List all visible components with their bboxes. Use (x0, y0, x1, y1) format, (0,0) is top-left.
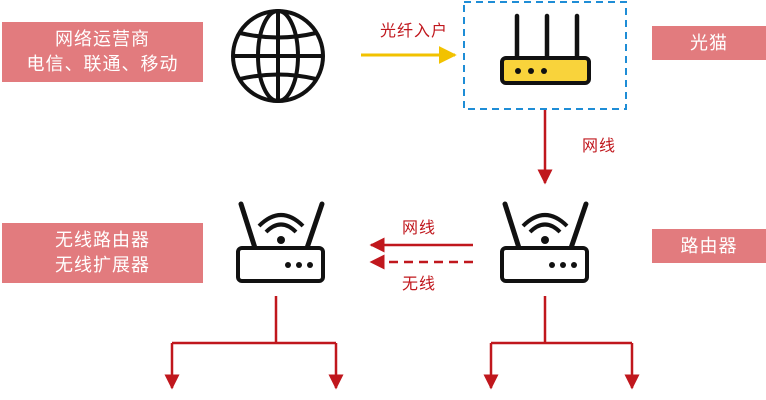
router-label: 路由器 (652, 229, 766, 263)
modem-router-edge-label: 网线 (582, 136, 617, 155)
extender-label: 无线路由器 无线扩展器 (2, 223, 203, 283)
extender-label-line1: 无线路由器 (55, 230, 150, 251)
wifi-router-icon (236, 201, 325, 283)
isp-label-line1: 网络运营商 (55, 29, 150, 50)
extender-label-line2: 无线扩展器 (55, 255, 150, 276)
isp-label-line2: 电信、联通、移动 (26, 54, 179, 75)
wireless-edge-label: 无线 (402, 274, 437, 293)
globe-icon (231, 9, 325, 103)
modem-label: 光猫 (652, 26, 766, 60)
wired-edge-label: 网线 (402, 218, 437, 237)
isp-label: 网络运营商 电信、联通、移动 (2, 22, 203, 82)
extender-branch (164, 296, 344, 390)
router-branch (483, 296, 640, 390)
modem-label-text: 光猫 (690, 32, 728, 54)
fiber-edge-label: 光纤入户 (380, 21, 449, 40)
router-wifi-icon (500, 201, 589, 283)
modem-highlight-box (463, 1, 627, 110)
router-label-text: 路由器 (680, 235, 738, 257)
modem-icon (500, 13, 591, 85)
